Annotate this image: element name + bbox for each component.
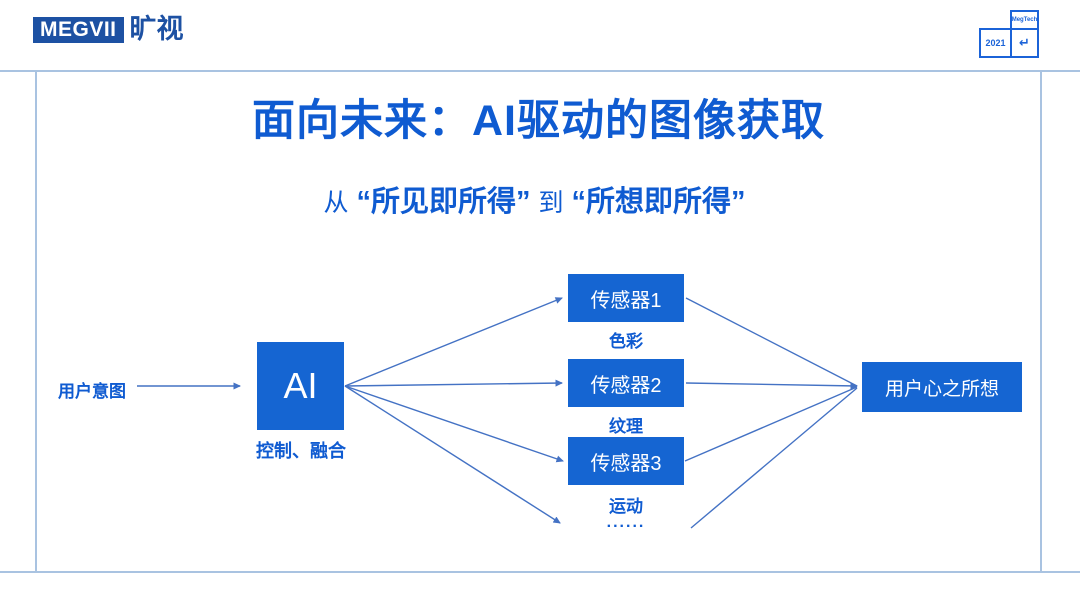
more-sensors-ellipsis: ...... bbox=[606, 514, 646, 531]
sensor-2-sublabel: 纹理 bbox=[609, 417, 643, 436]
badge-brand: MegTech bbox=[1010, 10, 1039, 30]
ai-node-sublabel: 控制、融合 bbox=[256, 441, 346, 461]
sensor-1-sublabel: 色彩 bbox=[609, 332, 643, 351]
return-arrow-icon: ↵ bbox=[1010, 28, 1039, 58]
sensor-3-sublabel: 运动 bbox=[609, 497, 643, 516]
slide-title: 面向未来：AI驱动的图像获取 bbox=[252, 97, 825, 145]
frame-line-right bbox=[1040, 70, 1042, 573]
output-node: 用户心之所想 bbox=[862, 362, 1022, 412]
sensor-1-node: 传感器1 bbox=[568, 274, 684, 322]
frame-line-left bbox=[35, 70, 37, 573]
sensor-3-node: 传感器3 bbox=[568, 437, 684, 485]
megvii-logo-chinese: 旷视 bbox=[129, 14, 184, 44]
megvii-logo-wordmark: MEGVII bbox=[33, 16, 124, 43]
slide-subtitle: 从“所见即所得”到“所想即所得” bbox=[35, 178, 1042, 220]
frame-line-top bbox=[0, 70, 1080, 72]
subtitle-quoted-1: “所见即所得” bbox=[356, 186, 531, 218]
subtitle-middle: 到 bbox=[538, 189, 564, 217]
badge-year: 2021 bbox=[979, 28, 1012, 58]
subtitle-prefix: 从 bbox=[323, 189, 349, 217]
sensor-2-node: 传感器2 bbox=[568, 359, 684, 407]
frame-line-bottom bbox=[0, 571, 1080, 573]
megvii-logo: MEGVII 旷视 bbox=[33, 16, 184, 43]
ai-node: AI bbox=[257, 342, 344, 430]
subtitle-quoted-2: “所想即所得” bbox=[571, 186, 746, 218]
input-label: 用户意图 bbox=[58, 382, 126, 401]
